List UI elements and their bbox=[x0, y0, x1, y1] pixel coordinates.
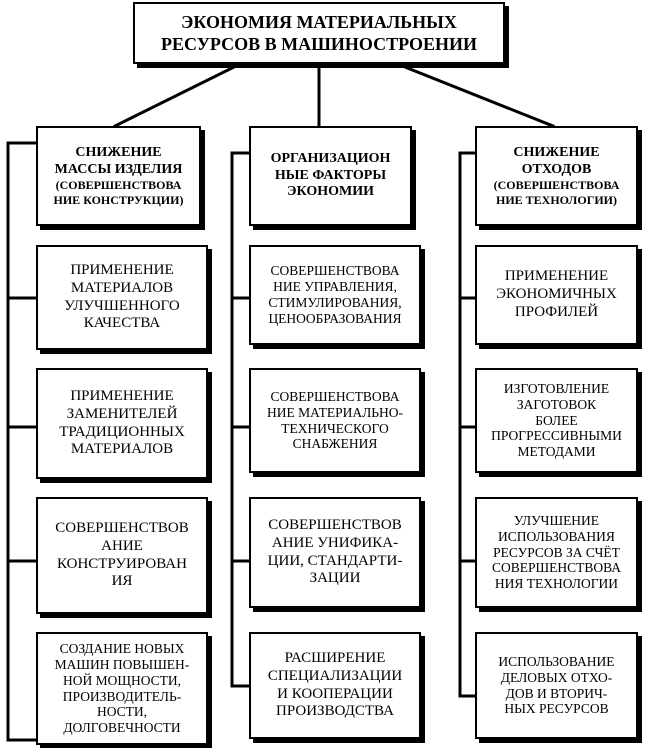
item-progressive-blanks: ИЗГОТОВЛЕНИЕ ЗАГОТОВОК БОЛЕЕ ПРОГРЕССИВН… bbox=[475, 368, 638, 473]
header-waste-reduction-sub: (СОВЕРШЕНСТВОВА НИЕ ТЕХНОЛОГИИ) bbox=[493, 178, 620, 207]
item-unification-standardization: СОВЕРШЕНСТВОВ АНИЕ УНИФИКА- ЦИИ, СТАНДАР… bbox=[249, 497, 421, 608]
header-organizational-factors-main: ОРГАНИЗАЦИОН НЫЕ ФАКТОРЫ ЭКОНОМИИ bbox=[270, 150, 391, 200]
header-waste-reduction-main: СНИЖЕНИЕ ОТХОДОВ bbox=[513, 144, 600, 177]
header-mass-reduction-sub: (СОВЕРШЕНСТВОВА НИЕ КОНСТРУКЦИИ) bbox=[53, 178, 184, 207]
item-secondary-resources: ИСПОЛЬЗОВАНИЕ ДЕЛОВЫХ ОТХО- ДОВ И ВТОРИЧ… bbox=[475, 632, 638, 739]
item-management-improvement: СОВЕРШЕНСТВОВА НИЕ УПРАВЛЕНИЯ, СТИМУЛИРО… bbox=[249, 245, 421, 345]
item-technology-resources: УЛУЧШЕНИЕ ИСПОЛЬЗОВАНИЯ РЕСУРСОВ ЗА СЧЁТ… bbox=[475, 497, 638, 608]
connector-title-left bbox=[112, 62, 241, 129]
item-supply-improvement: СОВЕРШЕНСТВОВА НИЕ МАТЕРИАЛЬНО- ТЕХНИЧЕС… bbox=[249, 368, 421, 473]
item-new-machines: СОЗДАНИЕ НОВЫХ МАШИН ПОВЫШЕН- НОЙ МОЩНОС… bbox=[36, 632, 208, 745]
header-organizational-factors: ОРГАНИЗАЦИОН НЫЕ ФАКТОРЫ ЭКОНОМИИ bbox=[249, 126, 412, 226]
item-design-improvement: СОВЕРШЕНСТВОВ АНИЕ КОНСТРУИРОВАН ИЯ bbox=[36, 497, 208, 614]
header-waste-reduction: СНИЖЕНИЕ ОТХОДОВ (СОВЕРШЕНСТВОВА НИЕ ТЕХ… bbox=[475, 126, 638, 226]
item-economic-profiles: ПРИМЕНЕНИЕ ЭКОНОМИЧНЫХ ПРОФИЛЕЙ bbox=[475, 245, 638, 345]
item-specialization-cooperation: РАСШИРЕНИЕ СПЕЦИАЛИЗАЦИИ И КООПЕРАЦИИ ПР… bbox=[249, 632, 421, 739]
item-improved-materials: ПРИМЕНЕНИЕ МАТЕРИАЛОВ УЛУЧШЕННОГО КАЧЕСТ… bbox=[36, 245, 208, 350]
header-mass-reduction: СНИЖЕНИЕ МАССЫ ИЗДЕЛИЯ (СОВЕРШЕНСТВОВА Н… bbox=[36, 126, 201, 226]
header-mass-reduction-main: СНИЖЕНИЕ МАССЫ ИЗДЕЛИЯ bbox=[54, 144, 183, 177]
diagram-title: ЭКОНОМИЯ МАТЕРИАЛЬНЫХ РЕСУРСОВ В МАШИНОС… bbox=[133, 2, 505, 64]
connector-title-right bbox=[398, 63, 555, 128]
item-substitute-materials: ПРИМЕНЕНИЕ ЗАМЕНИТЕЛЕЙ ТРАДИЦИОННЫХ МАТЕ… bbox=[36, 368, 208, 479]
